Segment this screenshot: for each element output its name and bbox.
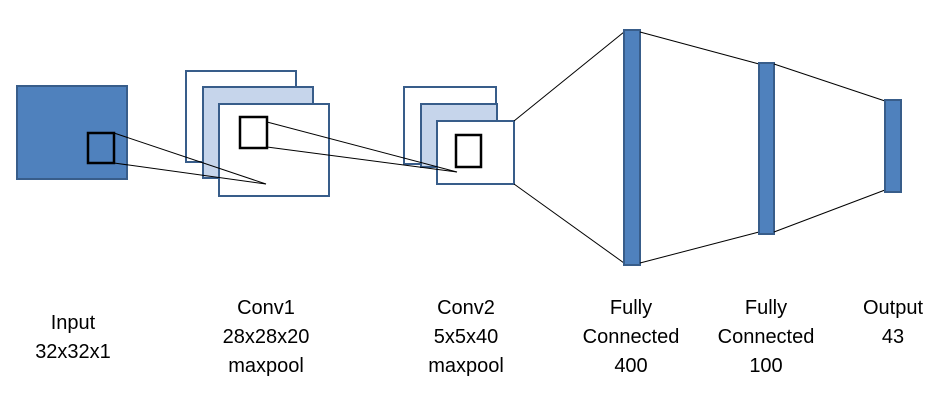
projection-line-conv1-conv2-bottom (266, 146, 458, 173)
fc400-label-line-1: Fully (609, 297, 653, 319)
conv1-label-line-1: Conv1 (237, 297, 295, 319)
conv2-layer-label: Conv2 5x5x40 maxpool (391, 294, 541, 381)
output-layer-bar (884, 99, 902, 193)
conv2-receptive-field (454, 133, 483, 169)
connection-line-fc100-output-bottom (773, 189, 886, 233)
input-receptive-field (86, 131, 116, 165)
connection-line-conv2-fc400-bottom (513, 183, 625, 264)
fc400-label-line-2: Connected (582, 326, 680, 348)
fc400-layer-label: Fully Connected 400 (556, 294, 706, 381)
conv2-feature-map-front (436, 120, 515, 185)
fc100-label-line-1: Fully (744, 297, 788, 319)
connection-line-fc100-output-top (773, 63, 886, 102)
input-label-line-2: 32x32x1 (35, 341, 111, 363)
fc400-layer-bar (623, 29, 641, 266)
conv2-label-line-1: Conv2 (437, 297, 495, 319)
fc100-layer-label: Fully Connected 100 (691, 294, 841, 381)
connection-line-fc400-fc100-top (639, 31, 760, 65)
projection-line-input-conv1-top (113, 132, 267, 185)
projection-line-conv1-conv2-top (266, 121, 458, 173)
input-label-line-1: Input (50, 312, 96, 334)
fc100-label-line-2: Connected (717, 326, 815, 348)
connection-line-fc400-fc100-bottom (639, 231, 760, 264)
conv1-label-line-3: maxpool (228, 355, 304, 377)
connection-line-conv2-fc400-top (513, 31, 625, 122)
projection-line-input-conv1-bottom (113, 162, 267, 185)
conv1-label-line-2: 28x28x20 (222, 326, 310, 348)
output-label-line-2: 43 (881, 326, 905, 348)
fc100-label-line-3: 100 (749, 355, 783, 377)
output-label-line-1: Output (862, 297, 924, 319)
conv1-layer-label: Conv1 28x28x20 maxpool (191, 294, 341, 381)
conv2-label-line-2: 5x5x40 (433, 326, 499, 348)
output-layer-label: Output 43 (818, 294, 943, 352)
conv2-label-line-3: maxpool (428, 355, 504, 377)
input-layer-label: Input 32x32x1 (0, 309, 148, 367)
conv1-receptive-field (238, 115, 269, 150)
fc400-label-line-3: 400 (614, 355, 648, 377)
fc100-layer-bar (758, 62, 775, 235)
conv1-feature-map-front (218, 103, 330, 197)
